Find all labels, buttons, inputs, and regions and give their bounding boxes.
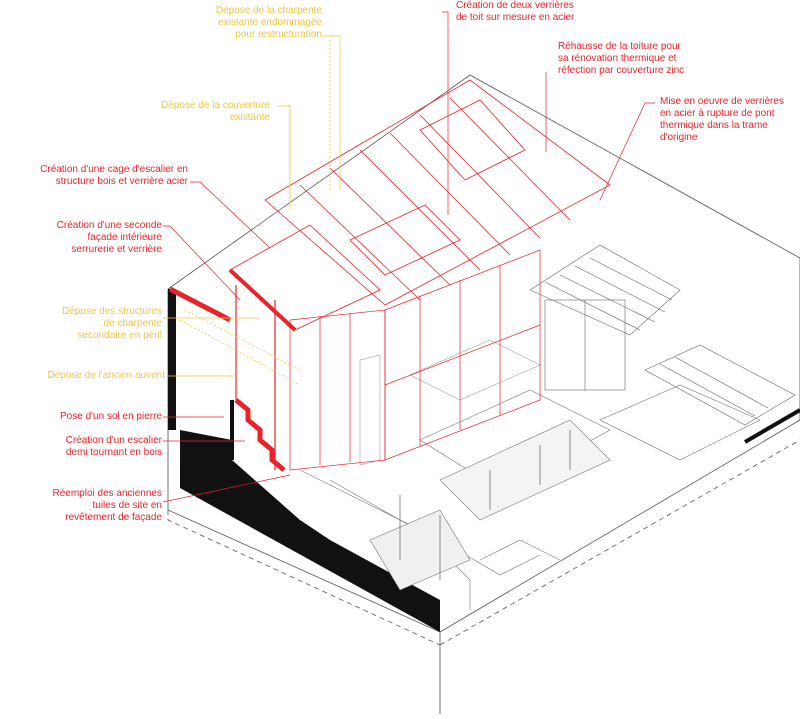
label-line: Création d'une cage d'escalier en (40, 164, 188, 175)
red-facade (289, 249, 541, 471)
label-line: Réemploi des anciennes (52, 488, 162, 499)
label-line: Dépose de la charpente (215, 5, 322, 16)
label-line: Création d'un escalier (65, 435, 162, 446)
canopy (644, 344, 796, 426)
red-stair (168, 268, 297, 472)
label-line: Dépose des structures (61, 306, 162, 317)
label-escalier-bois: Création d'un escalier demi tournant en … (10, 435, 162, 459)
black-edge-right (743, 408, 800, 444)
label-depose-charpente: Dépose de la charpente existante endomma… (170, 5, 322, 41)
label-line: demi tournant en bois (65, 447, 162, 458)
label-line: structure bois et verrière acier (55, 176, 188, 187)
label-line: en acier à rupture de pont (660, 108, 775, 119)
label-cage-escalier: Création d'une cage d'escalier en struct… (20, 164, 188, 188)
black-post (230, 400, 234, 460)
label-sol-pierre: Pose d'un sol en pierre (10, 411, 162, 423)
leader-lines-yellow (163, 35, 341, 377)
label-line: Mise en oeuvre de verrières (660, 96, 784, 107)
label-line: sa rénovation thermique et (558, 53, 677, 64)
label-mise-oeuvre-verrieres: Mise en oeuvre de verrières en acier à r… (660, 96, 800, 144)
label-ancien-auvent: Dépose de l'ancien auvent (10, 370, 165, 382)
label-line: Création d'une seconde (56, 220, 162, 231)
site-box (167, 74, 800, 714)
label-line: Dépose de l'ancien auvent (47, 370, 165, 381)
label-rehausse-toiture: Réhausse de la toiture pour sa rénovatio… (558, 41, 728, 77)
label-line: Création de deux verrières (456, 0, 574, 11)
label-tuiles-remploi: Réemploi des anciennes tuiles de site en… (10, 488, 162, 524)
label-line: Pose d'un sol en pierre (60, 411, 162, 422)
leader-lines-red (162, 11, 655, 503)
grey-tile-roof (529, 244, 681, 391)
label-line: Réhausse de la toiture pour (558, 41, 681, 52)
label-line: pour restructuration (235, 29, 322, 40)
label-line: revêtement de façade (65, 512, 162, 523)
label-line: serrurerie et verrière (71, 244, 162, 255)
label-line: de toit sur mesure en acier (456, 12, 575, 23)
label-depose-structures: Dépose des structures de charpente secon… (10, 306, 162, 342)
label-seconde-facade: Création d'une seconde façade intérieure… (10, 220, 162, 256)
label-line: existante (229, 112, 270, 123)
removed-elements (179, 40, 331, 386)
label-line: façade intérieure (87, 232, 163, 243)
label-creation-verrieres: Création de deux verrières de toit sur m… (456, 0, 626, 24)
trees (399, 430, 571, 580)
label-line: d'origine (660, 132, 698, 143)
label-line: secondaire en péril (77, 330, 163, 341)
label-line: tuiles de site en (92, 500, 163, 511)
section-cut-wall (168, 289, 176, 430)
label-line: existante endommagée (218, 17, 322, 28)
label-line: Dépose de la couverture (161, 100, 270, 111)
label-line: thermique dans la trame (660, 120, 768, 131)
label-depose-couverture: Dépose de la couverture existante (130, 100, 270, 124)
label-line: de charpente (103, 318, 162, 329)
label-line: réfection par couverture zinc (558, 65, 685, 76)
section-cut-ground (180, 430, 440, 632)
